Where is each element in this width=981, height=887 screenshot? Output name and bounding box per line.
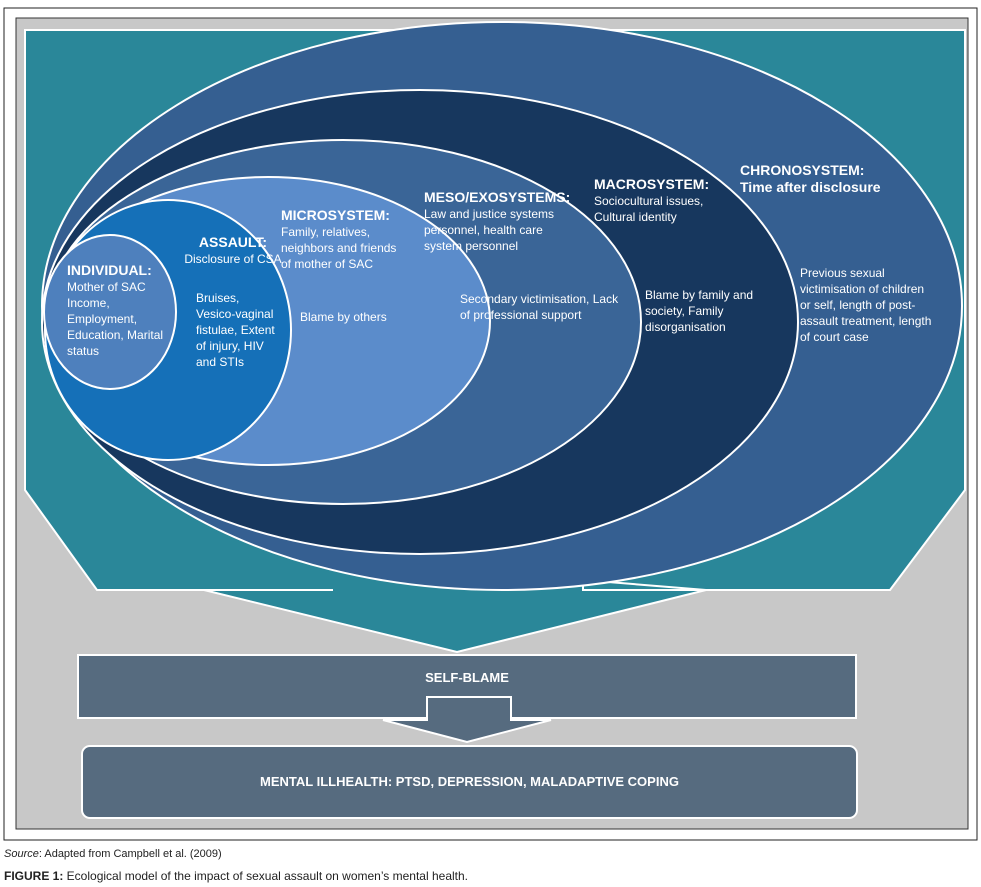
macro-outcome: Blame by family and society, Family diso…	[645, 288, 754, 334]
microsystem-outcome: Blame by others	[300, 310, 387, 324]
meso-outcome: Secondary victimisation, Lack of profess…	[460, 292, 619, 322]
microsystem-label: MICROSYSTEM: Family, relatives, neighbors…	[281, 207, 406, 272]
meso-title: MESO/EXOSYSTEMS:	[424, 189, 571, 205]
assault-label: ASSAULT: Disclosure of CSA	[178, 234, 288, 267]
individual-body: Mother of SAC Income, Employment, Educat…	[67, 280, 164, 358]
source-note: Source: Adapted from Campbell et al. (20…	[4, 848, 222, 860]
chrono-outcome: Previous sexual victimisation of childre…	[800, 266, 932, 344]
figure-caption-text: Ecological model of the impact of sexual…	[63, 869, 469, 883]
self-blame-label: SELF-BLAME	[425, 670, 509, 685]
down-arrow	[382, 696, 552, 744]
macro-body: Sociocultural issues, Cultural identity	[594, 194, 704, 224]
individual-title: INDIVIDUAL:	[67, 262, 152, 278]
microsystem-body: Family, relatives, neighbors and friends…	[281, 225, 397, 271]
macro-title: MACROSYSTEM:	[594, 176, 710, 192]
source-label: Source	[4, 848, 39, 860]
assault-body: Bruises, Vesico-vaginal fistulae, Extent…	[196, 291, 275, 369]
microsystem-title: MICROSYSTEM:	[281, 207, 390, 223]
meso-label: MESO/EXOSYSTEMS: Law and justice systems …	[424, 189, 571, 254]
assault-subtitle: Disclosure of CSA	[184, 252, 282, 266]
individual-ellipse	[43, 234, 177, 390]
source-text: : Adapted from Campbell et al. (2009)	[38, 848, 222, 860]
individual-label: INDIVIDUAL: Mother of SAC Income, Employm…	[67, 262, 177, 359]
chrono-subtitle: Time after disclosure	[740, 179, 881, 195]
assault-title: ASSAULT:	[198, 234, 268, 250]
figure-label: FIGURE 1:	[4, 869, 64, 883]
meso-body: Law and justice systems personnel, healt…	[424, 207, 555, 253]
mental-box-bg	[81, 745, 858, 819]
chrono-title: CHRONOSYSTEM:	[740, 162, 865, 178]
figure-caption: FIGURE 1: Ecological model of the impact…	[4, 869, 468, 883]
chrono-label: CHRONOSYSTEM:Time after disclosure	[740, 162, 900, 196]
mental-illhealth-label: MENTAL ILLHEALTH: PTSD, DEPRESSION, MALA…	[260, 774, 679, 789]
macro-label: MACROSYSTEM: Sociocultural issues, Cultur…	[594, 176, 714, 225]
